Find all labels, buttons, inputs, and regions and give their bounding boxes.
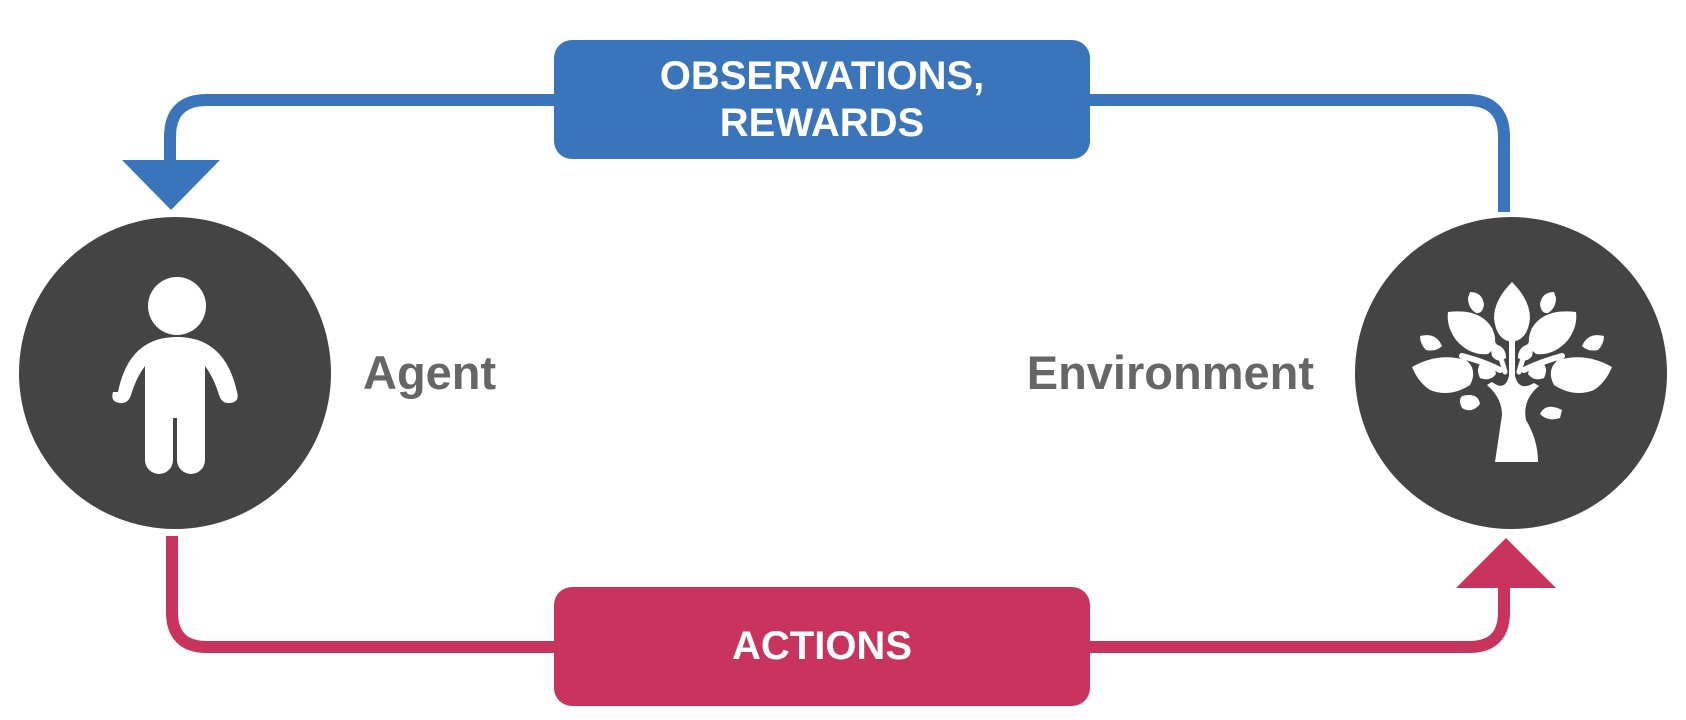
actions-arrowhead <box>1456 538 1556 588</box>
rewards-label: REWARDS <box>719 100 925 145</box>
agent-label: Agent <box>363 346 497 399</box>
observations-label: OBSERVATIONS, <box>659 53 985 98</box>
actions-label: ACTIONS <box>732 624 912 668</box>
environment-label: Environment <box>1026 346 1314 399</box>
actions-box: ACTIONS <box>554 587 1090 706</box>
observations-rewards-box: OBSERVATIONS, REWARDS <box>554 40 1090 159</box>
observations-arrowhead <box>122 160 220 210</box>
person-icon <box>112 277 238 474</box>
tree-icon <box>1412 282 1612 462</box>
